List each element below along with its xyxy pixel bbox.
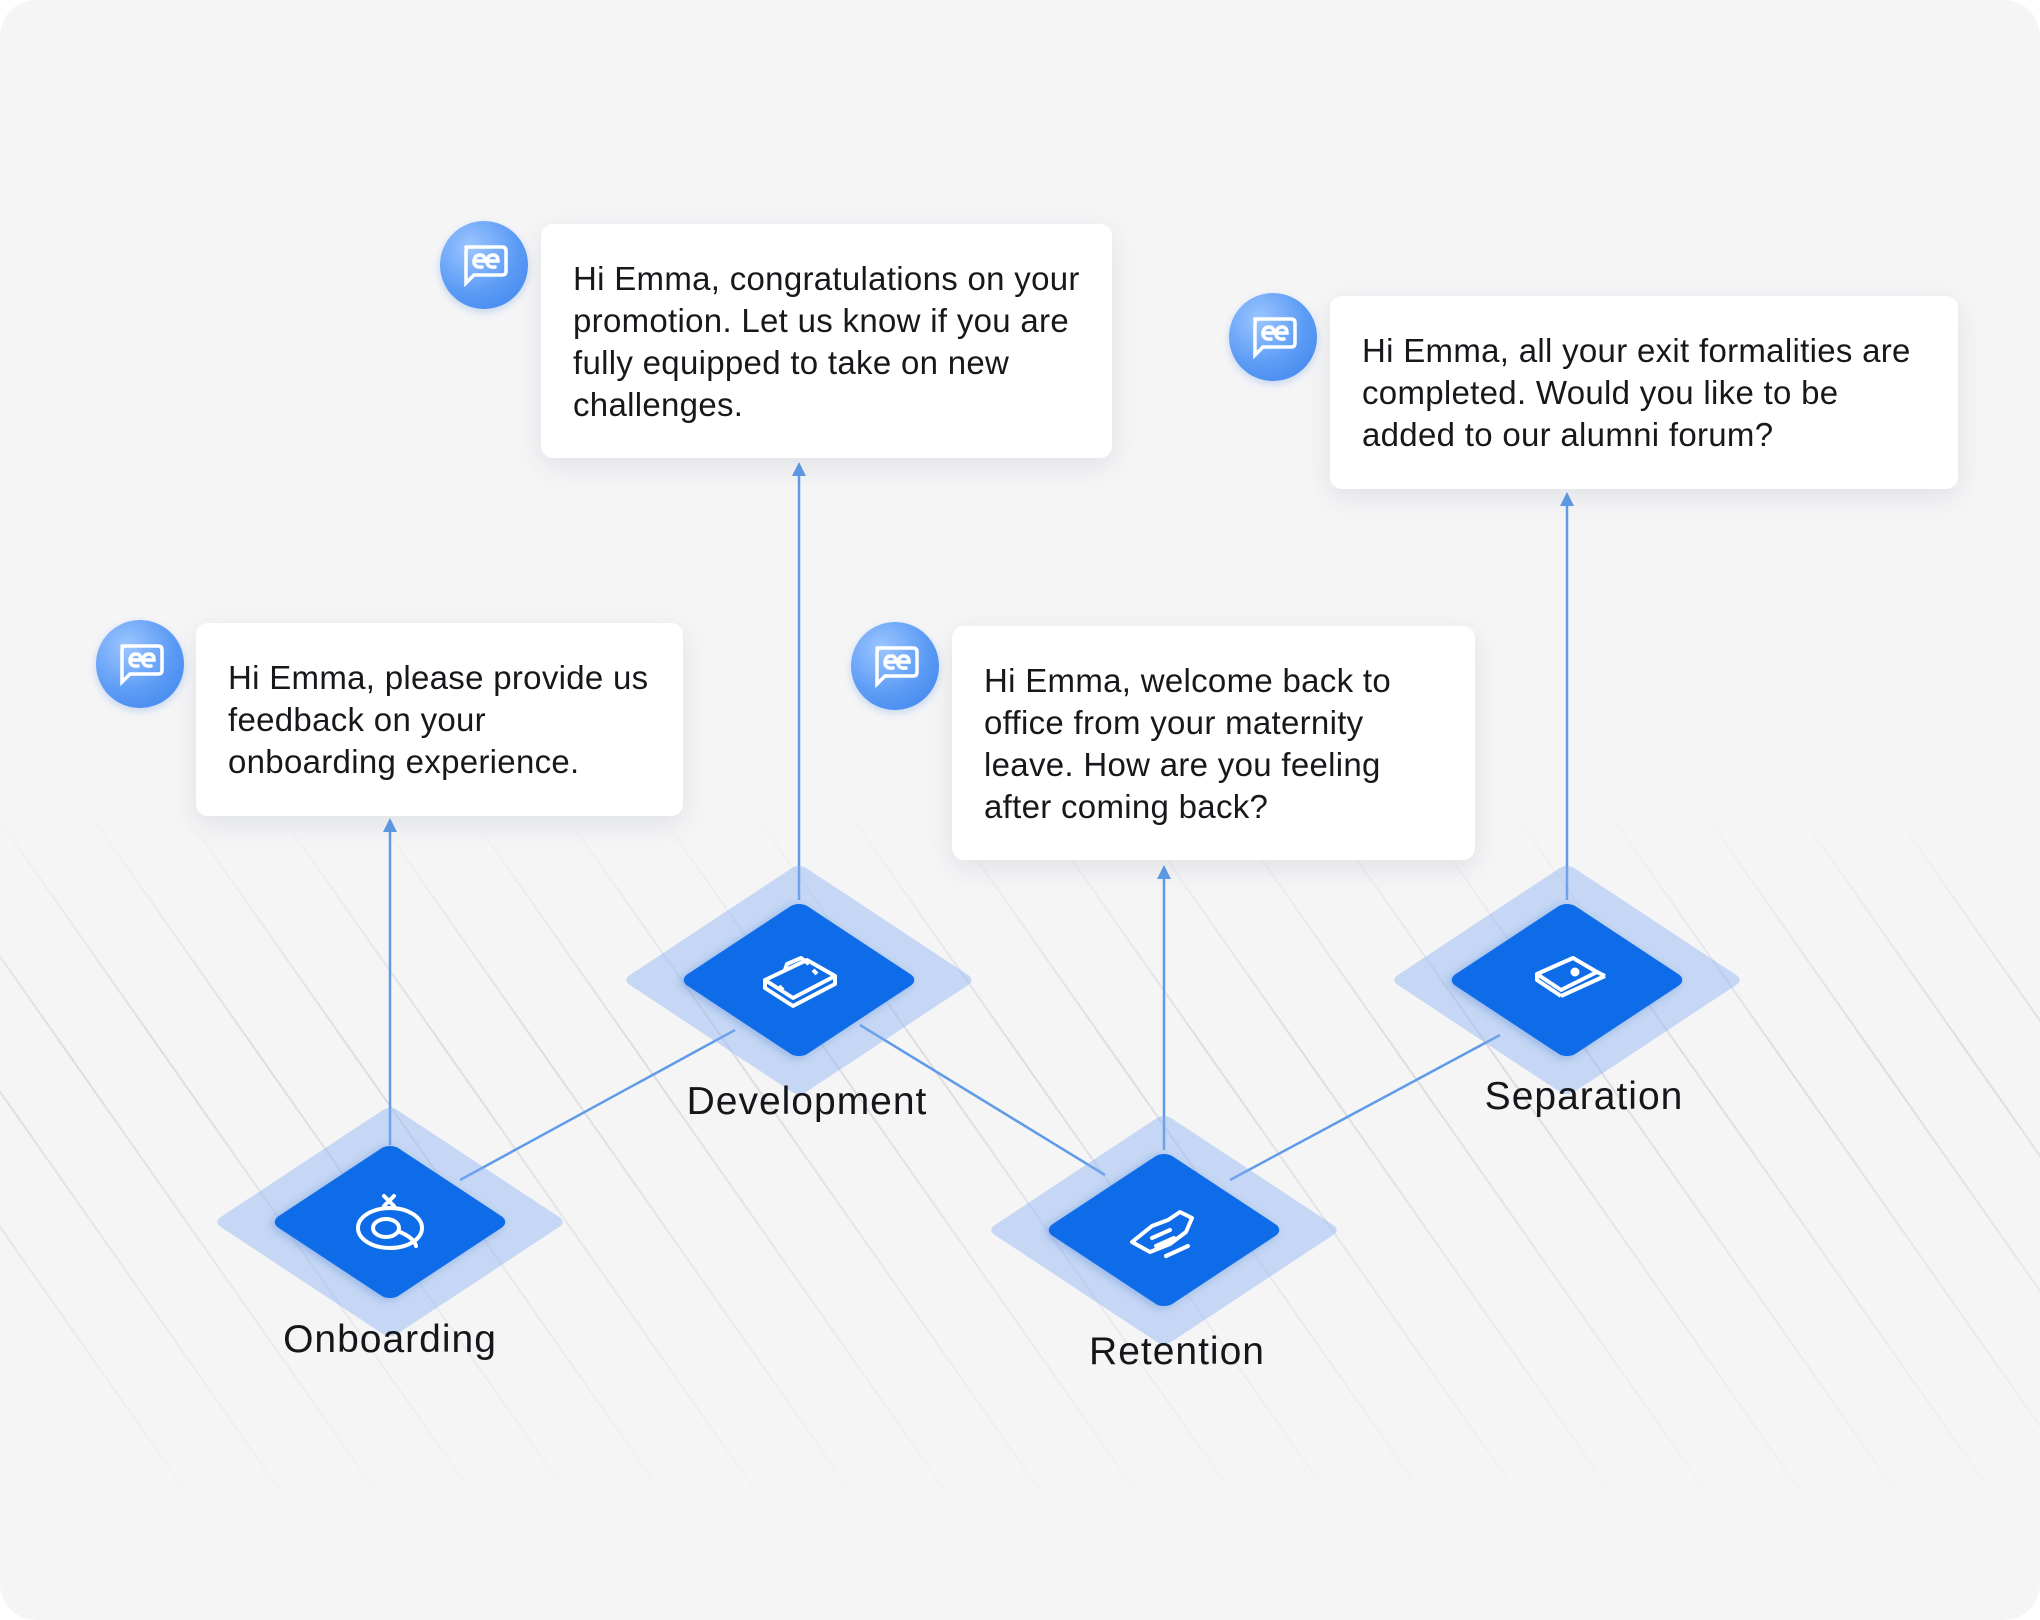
chat-bubble-icon bbox=[464, 245, 508, 287]
grid-line bbox=[1219, 799, 1741, 1541]
path-onboarding-development bbox=[459, 1028, 736, 1182]
handshake-icon bbox=[1130, 1210, 1194, 1258]
grid-line bbox=[1599, 799, 2040, 1428]
grid-line bbox=[364, 799, 886, 1541]
message-card-development: Hi Emma, congratulations on your promoti… bbox=[541, 224, 1112, 458]
stage-label-development: Development bbox=[686, 1080, 928, 1123]
stage-label-retention: Retention bbox=[1089, 1330, 1265, 1373]
message-card-onboarding: Hi Emma, please provide us feedback on y… bbox=[196, 623, 683, 816]
grid-line bbox=[1884, 799, 2040, 1023]
grid-line bbox=[1409, 799, 1931, 1541]
grid-line bbox=[79, 799, 601, 1541]
grid-line bbox=[934, 799, 1456, 1541]
path-development-retention bbox=[859, 1023, 1106, 1177]
stage-arrows bbox=[383, 462, 1574, 1150]
onboarding-target-icon bbox=[356, 1194, 424, 1250]
grid-line bbox=[554, 799, 1076, 1541]
grid-line bbox=[1694, 799, 2040, 1293]
grid-line bbox=[1029, 799, 1551, 1541]
grid-line bbox=[839, 799, 1361, 1541]
stage-label-onboarding: Onboarding bbox=[283, 1318, 497, 1361]
door-icon bbox=[1535, 956, 1606, 998]
grid-line bbox=[1124, 799, 1646, 1541]
message-card-separation: Hi Emma, all your exit formalities are c… bbox=[1330, 296, 1958, 489]
grid-line bbox=[459, 799, 981, 1541]
chat-badge-onboarding bbox=[96, 620, 184, 708]
path-retention-separation bbox=[1229, 1033, 1501, 1182]
chat-bubble-icon bbox=[1253, 317, 1297, 359]
chat-badge-separation bbox=[1229, 293, 1317, 381]
stage-label-separation: Separation bbox=[1484, 1075, 1684, 1118]
grid-line bbox=[1789, 799, 2040, 1158]
arrowhead-onboarding bbox=[383, 818, 397, 832]
stage-connectors bbox=[459, 1023, 1501, 1182]
arrowhead-retention bbox=[1157, 865, 1171, 879]
grid-line bbox=[0, 819, 506, 1541]
grid-line bbox=[269, 799, 791, 1541]
isometric-grid bbox=[0, 779, 2040, 1541]
grid-line bbox=[0, 954, 411, 1541]
chat-badge-development bbox=[440, 221, 528, 309]
grid-line bbox=[649, 799, 1171, 1541]
message-card-retention: Hi Emma, welcome back to office from you… bbox=[952, 626, 1475, 860]
chat-bubble-icon bbox=[120, 644, 164, 686]
chat-bubble-icon bbox=[875, 646, 919, 688]
grid-line bbox=[0, 1089, 316, 1541]
chat-badge-retention bbox=[851, 622, 939, 710]
arrowhead-development bbox=[792, 462, 806, 476]
arrowhead-separation bbox=[1560, 492, 1574, 506]
grid-line bbox=[174, 799, 696, 1541]
briefcase-icon bbox=[763, 956, 837, 1008]
grid-line bbox=[0, 1225, 221, 1541]
grid-line bbox=[1314, 799, 1836, 1541]
